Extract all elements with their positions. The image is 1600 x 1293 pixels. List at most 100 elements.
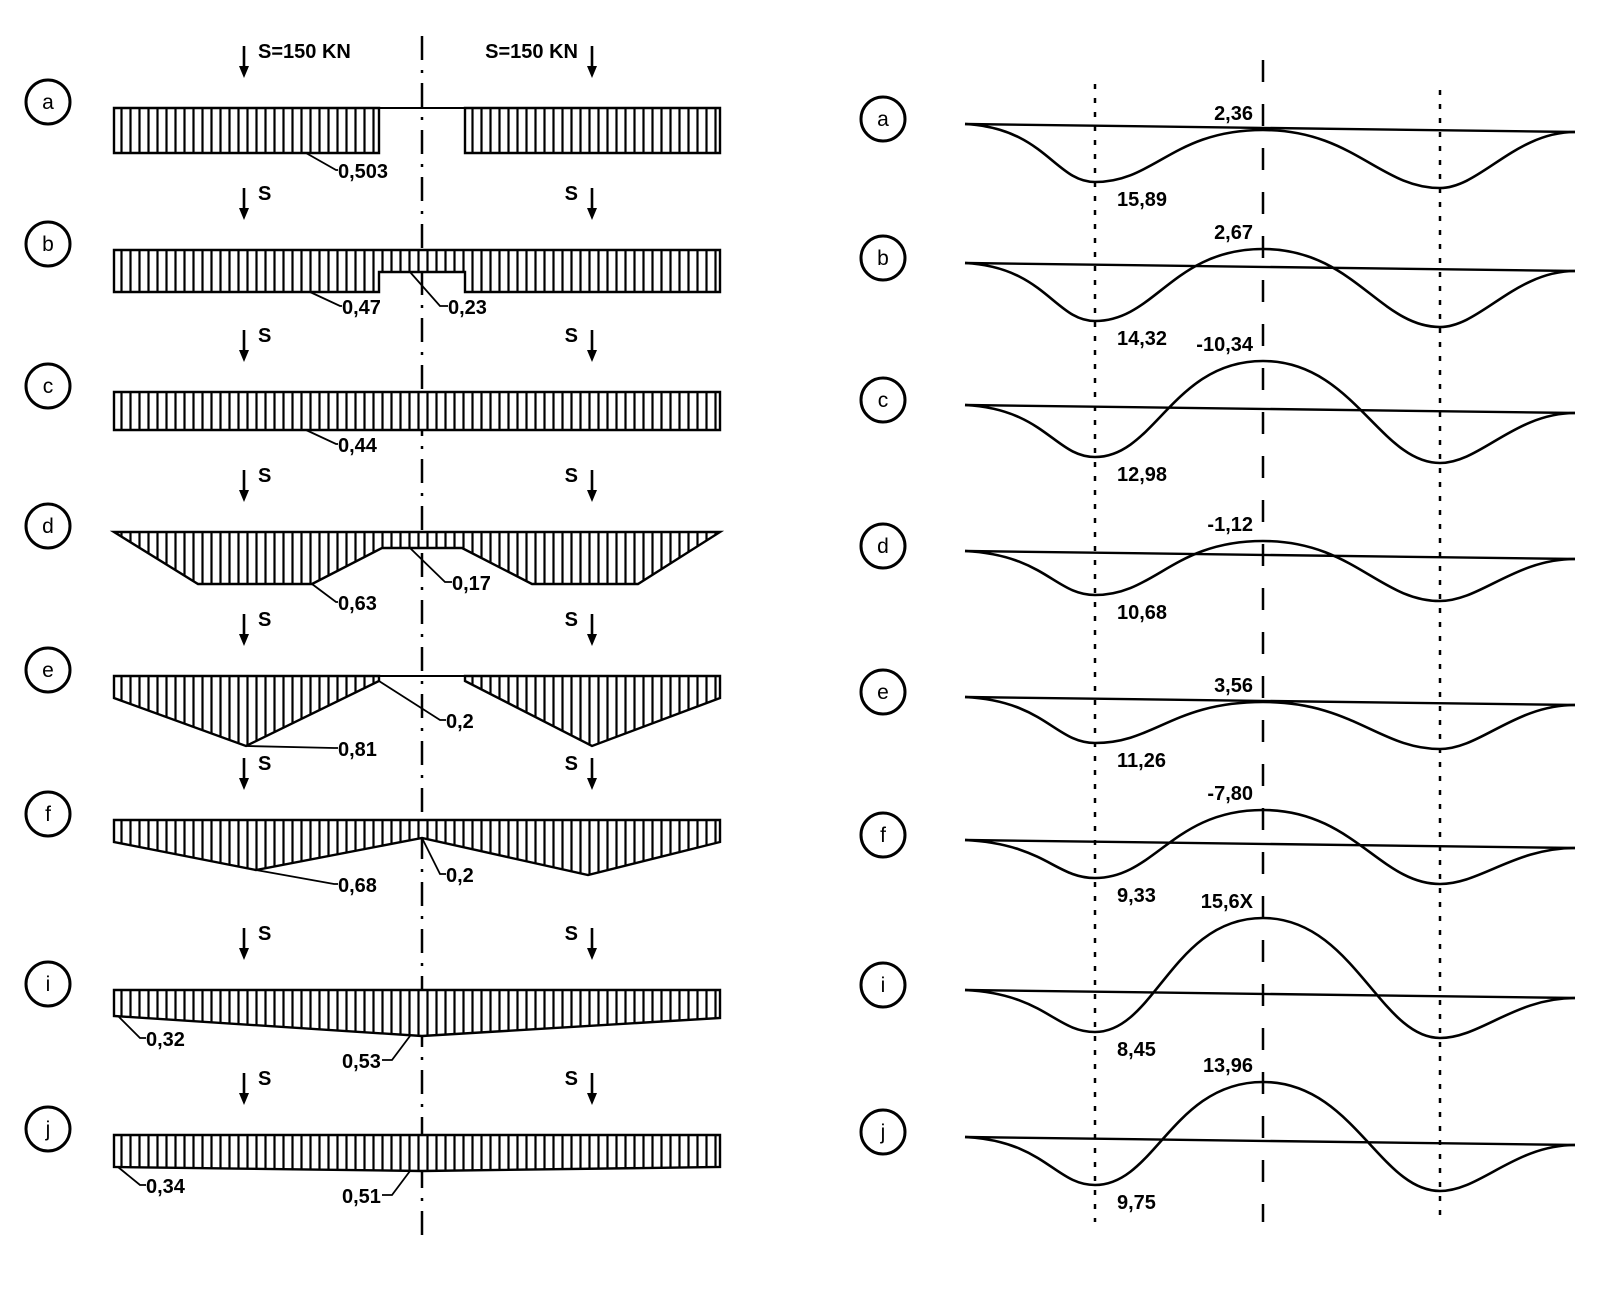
moment-curve-d bbox=[964, 539, 1576, 603]
moment-curve-b bbox=[964, 247, 1576, 329]
moment-marker-d bbox=[859, 522, 907, 570]
pressure-fill-b bbox=[112, 248, 722, 294]
leader-j-0 bbox=[117, 1166, 146, 1186]
moment-min-value-f: 9,33 bbox=[1117, 885, 1156, 907]
load-left-b-arrowhead bbox=[239, 208, 249, 220]
moment-diagram-e: e 11,26 3,56 bbox=[859, 668, 1576, 772]
pressure-value-d-1: 0,17 bbox=[452, 573, 491, 595]
moment-min-value-a: 15,89 bbox=[1117, 189, 1167, 211]
moment-marker-a bbox=[859, 95, 907, 143]
pressure-value-d-0: 0,63 bbox=[338, 593, 377, 615]
pressure-fill-a bbox=[463, 106, 722, 155]
moment-mid-value-i: 15,6X bbox=[1201, 891, 1254, 913]
moment-curve-j bbox=[964, 1080, 1576, 1193]
row-marker-c-letter: c bbox=[43, 375, 54, 398]
moment-curve-c bbox=[964, 359, 1576, 465]
moment-diagram-a: a15,892,36 bbox=[859, 95, 1576, 211]
load-left-c-label: S bbox=[258, 325, 271, 347]
pressure-value-c-0: 0,44 bbox=[338, 435, 378, 457]
row-marker-d-letter: d bbox=[42, 515, 54, 538]
moment-baseline-b bbox=[964, 261, 1576, 273]
leader-f-1 bbox=[421, 837, 446, 875]
load-right-b-label: S bbox=[565, 183, 578, 205]
pressure-value-e-1: 0,2 bbox=[446, 711, 474, 733]
moment-curve-f bbox=[964, 808, 1576, 886]
moment-min-value-j: 9,75 bbox=[1117, 1192, 1156, 1214]
pressure-fill-e bbox=[112, 674, 381, 748]
pressure-value-b-0: 0,47 bbox=[342, 297, 381, 319]
moment-marker-e-letter: e bbox=[877, 681, 889, 704]
pressure-value-e-0: 0,81 bbox=[338, 739, 377, 761]
pressure-value-i-1: 0,53 bbox=[342, 1051, 381, 1073]
moment-mid-value-b: 2,67 bbox=[1214, 222, 1253, 244]
load-right-d-arrowhead bbox=[587, 490, 597, 502]
pressure-fill-j bbox=[112, 1133, 722, 1173]
pressure-fill-c bbox=[112, 390, 722, 432]
moment-mid-value-a: 2,36 bbox=[1214, 103, 1253, 125]
leader-i-1 bbox=[382, 1035, 411, 1061]
row-marker-b bbox=[24, 220, 72, 268]
load-left-j-arrowhead bbox=[239, 1093, 249, 1105]
pressure-fill-e bbox=[463, 674, 722, 748]
moment-mid-value-e: 3,56 bbox=[1214, 675, 1253, 697]
load-left-d-arrowhead bbox=[239, 490, 249, 502]
pressure-fill-d bbox=[109, 530, 725, 586]
pressure-value-j-0: 0,34 bbox=[146, 1176, 186, 1198]
moment-marker-b bbox=[859, 234, 907, 282]
moment-marker-c bbox=[859, 376, 907, 424]
row-marker-b-letter: b bbox=[42, 233, 54, 256]
leader-j-1 bbox=[382, 1170, 411, 1196]
moment-mid-value-d: -1,12 bbox=[1207, 514, 1253, 536]
load-left-a-label: S=150 KN bbox=[258, 41, 351, 63]
moment-mid-value-f: -7,80 bbox=[1207, 783, 1253, 805]
pressure-value-f-0: 0,68 bbox=[338, 875, 377, 897]
moment-baseline-d bbox=[964, 549, 1576, 561]
moment-min-value-c: 12,98 bbox=[1117, 464, 1167, 486]
moment-baseline-f bbox=[964, 838, 1576, 850]
moment-marker-e bbox=[859, 668, 907, 716]
moment-marker-c-letter: c bbox=[878, 389, 889, 412]
moment-baseline-a bbox=[964, 122, 1576, 134]
load-left-e-arrowhead bbox=[239, 634, 249, 646]
moment-marker-f-letter: f bbox=[880, 824, 886, 847]
row-marker-d bbox=[24, 502, 72, 550]
moment-min-value-b: 14,32 bbox=[1117, 328, 1167, 350]
load-left-e-label: S bbox=[258, 609, 271, 631]
load-right-e-label: S bbox=[565, 609, 578, 631]
load-right-a-label: S=150 KN bbox=[485, 41, 578, 63]
pressure-value-i-0: 0,32 bbox=[146, 1029, 185, 1051]
row-marker-e bbox=[24, 646, 72, 694]
moment-marker-j-letter: j bbox=[880, 1121, 886, 1144]
load-right-j-label: S bbox=[565, 1068, 578, 1090]
load-right-d-label: S bbox=[565, 465, 578, 487]
load-right-a-arrowhead bbox=[587, 66, 597, 78]
moment-curve-a bbox=[964, 122, 1576, 190]
load-right-c-label: S bbox=[565, 325, 578, 347]
leader-d-0 bbox=[311, 583, 338, 603]
moment-mid-value-c: -10,34 bbox=[1196, 334, 1254, 356]
load-left-f-label: S bbox=[258, 753, 271, 775]
leader-e-0 bbox=[245, 745, 338, 749]
leader-b-0 bbox=[309, 291, 342, 307]
load-left-c-arrowhead bbox=[239, 350, 249, 362]
pressure-value-b-1: 0,23 bbox=[448, 297, 487, 319]
moment-diagram-d: d10,68-1,12 bbox=[859, 514, 1576, 624]
moment-marker-j bbox=[859, 1108, 907, 1156]
row-marker-e-letter: e bbox=[42, 659, 54, 682]
moment-diagram-f: f 9,33 -7,80 bbox=[859, 783, 1576, 907]
pressure-fill-i bbox=[112, 988, 722, 1038]
row-marker-f-letter: f bbox=[45, 803, 51, 826]
load-left-f-arrowhead bbox=[239, 778, 249, 790]
leader-i-0 bbox=[117, 1015, 146, 1039]
load-left-a-arrowhead bbox=[239, 66, 249, 78]
pressure-value-a-0: 0,503 bbox=[338, 161, 388, 183]
moment-marker-i bbox=[859, 961, 907, 1009]
load-right-b-arrowhead bbox=[587, 208, 597, 220]
row-marker-a bbox=[24, 78, 72, 126]
moment-min-value-e: 11,26 bbox=[1117, 750, 1166, 772]
pressure-fill-a bbox=[112, 106, 381, 155]
